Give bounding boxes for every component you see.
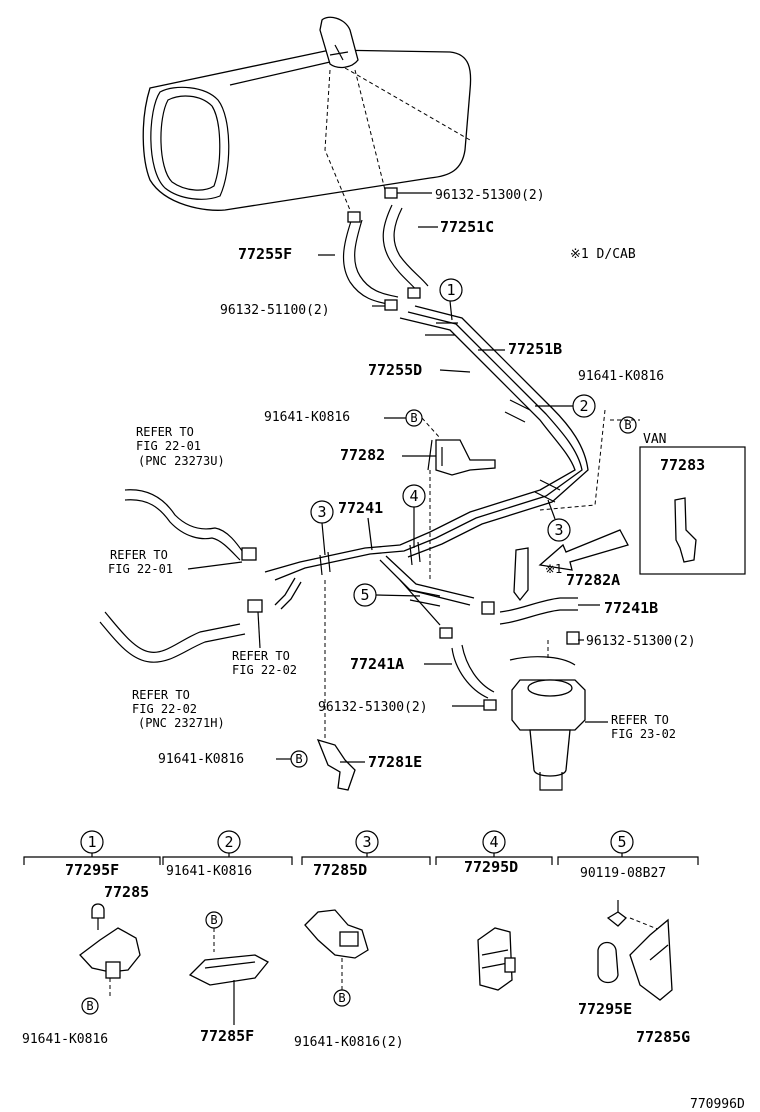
detail-callout-1: 1 <box>87 833 96 851</box>
refer-2-line-2: FIG 22-01 <box>108 562 173 576</box>
callout-2: 2 <box>579 397 588 415</box>
label-77282A: 77282A <box>566 571 620 589</box>
refer-5-line-2: FIG 23-02 <box>611 727 676 741</box>
callout-4: 4 <box>409 487 418 505</box>
fuel-tank <box>142 16 472 211</box>
label-96132-51300-top: 96132-51300(2) <box>435 188 545 203</box>
refer-4-line-1: REFER TO <box>132 688 190 702</box>
detail-77285G: 77285G <box>636 1028 690 1046</box>
bolt-marker: B <box>410 411 417 425</box>
van-box <box>639 446 746 575</box>
callout-5: 5 <box>360 586 369 604</box>
label-91641-K0816-right: 91641-K0816 <box>578 369 664 384</box>
label-77281E: 77281E <box>368 753 422 771</box>
label-96132-51100: 96132-51100(2) <box>220 303 330 318</box>
detail-91641-K0816-3: 91641-K0816(2) <box>294 1035 404 1050</box>
detail-91641-K0816-1: 91641-K0816 <box>22 1032 108 1047</box>
refer-1-line-1: REFER TO <box>136 425 194 439</box>
refer-4-line-3: (PNC 23271H) <box>138 716 225 730</box>
refer-1-line-3: (PNC 23273U) <box>138 454 225 468</box>
detail-bolt-1: B <box>86 999 93 1013</box>
refer-5-line-1: REFER TO <box>611 713 669 727</box>
refer-3-line-1: REFER TO <box>232 649 290 663</box>
label-77255D: 77255D <box>368 361 422 379</box>
lower-hoses <box>99 489 580 711</box>
label-77282: 77282 <box>340 446 385 464</box>
label-77251C: 77251C <box>440 218 494 236</box>
detail-callout-2: 2 <box>224 833 233 851</box>
refer-2-line-1: REFER TO <box>110 548 168 562</box>
detail-callout-5: 5 <box>617 833 626 851</box>
detail-77295D: 77295D <box>464 858 518 876</box>
part-labels: 96132-51300(2) 77251C ※1 D/CAB 77255F 96… <box>108 188 705 771</box>
label-96132-51300-right: 96132-51300(2) <box>586 634 696 649</box>
brackets <box>316 409 697 791</box>
refer-4-line-2: FIG 22-02 <box>132 702 197 716</box>
detail-77285: 77285 <box>104 883 149 901</box>
main-tube-bundle <box>264 305 589 626</box>
label-77255F: 77255F <box>238 245 292 263</box>
refer-3-line-2: FIG 22-02 <box>232 663 297 677</box>
detail-bolt-2: B <box>210 913 217 927</box>
note-star1: ※1 <box>545 562 562 576</box>
bolt-marker: B <box>295 752 302 766</box>
figure-id: 770996D <box>690 1097 745 1112</box>
label-91641-K0816-mid: 91641-K0816 <box>264 410 350 425</box>
label-77241: 77241 <box>338 499 383 517</box>
detail-bolt-3: B <box>338 991 345 1005</box>
label-91641-K0816-low: 91641-K0816 <box>158 752 244 767</box>
label-77283: 77283 <box>660 456 705 474</box>
detail-callout-4: 4 <box>489 833 498 851</box>
detail-90119-08B27: 90119-08B27 <box>580 866 666 881</box>
fuel-filter <box>509 640 586 791</box>
label-van: VAN <box>643 432 666 447</box>
callout-3-right: 3 <box>554 521 563 539</box>
detail-strip: 1 2 3 4 5 77295F 77285 B 91641-K0816 916… <box>22 830 699 1050</box>
callout-3-left: 3 <box>317 503 326 521</box>
detail-77285F: 77285F <box>200 1027 254 1045</box>
refer-1-line-2: FIG 22-01 <box>136 439 201 453</box>
bolt-marker: B <box>624 418 631 432</box>
callout-1: 1 <box>446 281 455 299</box>
upper-hoses <box>318 187 438 311</box>
label-96132-51300-low: 96132-51300(2) <box>318 700 428 715</box>
label-77251B: 77251B <box>508 340 562 358</box>
callouts: 1 2 3 3 4 5 B B B <box>290 278 637 768</box>
label-77241B: 77241B <box>604 599 658 617</box>
detail-77295E: 77295E <box>578 1000 632 1018</box>
label-77241A: 77241A <box>350 655 404 673</box>
detail-77295F: 77295F <box>65 861 119 879</box>
detail-91641-K0816-2: 91641-K0816 <box>166 864 252 879</box>
detail-callout-3: 3 <box>362 833 371 851</box>
note-dcab: ※1 D/CAB <box>570 247 636 262</box>
detail-77285D: 77285D <box>313 861 367 879</box>
